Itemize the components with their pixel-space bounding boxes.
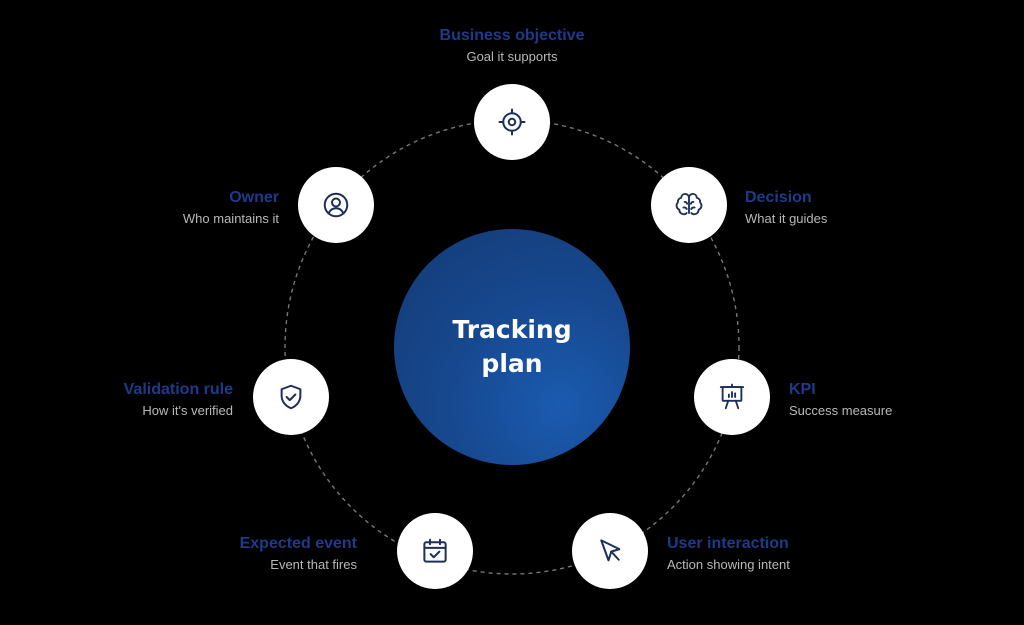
label-validation-rule: Validation rule How it's verified <box>73 380 233 420</box>
label-subtitle: Action showing intent <box>667 557 790 572</box>
node-business-objective[interactable] <box>474 84 550 160</box>
label-subtitle: Success measure <box>789 403 893 418</box>
label-title: KPI <box>789 381 816 398</box>
label-decision: Decision What it guides <box>745 188 827 228</box>
label-title: Validation rule <box>123 381 233 398</box>
target-icon <box>498 108 526 136</box>
shield-check-icon <box>280 384 302 410</box>
center-title: Tracking plan <box>452 315 572 378</box>
cursor-icon <box>600 539 621 562</box>
center-circle: Tracking plan <box>394 229 630 465</box>
label-kpi: KPI Success measure <box>789 380 892 420</box>
label-title: Expected event <box>239 535 357 552</box>
label-subtitle: Event that fires <box>270 557 357 572</box>
label-title: Owner <box>229 189 279 206</box>
label-user-interaction: User interaction Action showing intent <box>667 534 790 574</box>
node-owner[interactable] <box>298 167 374 243</box>
calendar-check-icon <box>423 538 447 563</box>
presentation-chart-icon <box>719 383 745 410</box>
node-decision[interactable] <box>651 167 727 243</box>
label-subtitle: Goal it supports <box>466 49 558 64</box>
label-owner: Owner Who maintains it <box>119 188 279 228</box>
label-subtitle: Who maintains it <box>182 211 279 226</box>
node-validation-rule[interactable] <box>253 359 329 435</box>
label-subtitle: How it's verified <box>142 403 233 418</box>
label-subtitle: What it guides <box>745 211 828 226</box>
node-expected-event[interactable] <box>397 513 473 589</box>
label-business-objective: Business objective Goal it supports <box>412 26 612 66</box>
user-circle-icon <box>323 192 349 218</box>
node-kpi[interactable] <box>694 359 770 435</box>
label-title: User interaction <box>667 535 789 552</box>
label-expected-event: Expected event Event that fires <box>197 534 357 574</box>
label-title: Business objective <box>439 27 585 44</box>
brain-icon <box>675 193 703 216</box>
label-title: Decision <box>745 189 812 206</box>
node-user-interaction[interactable] <box>572 513 648 589</box>
